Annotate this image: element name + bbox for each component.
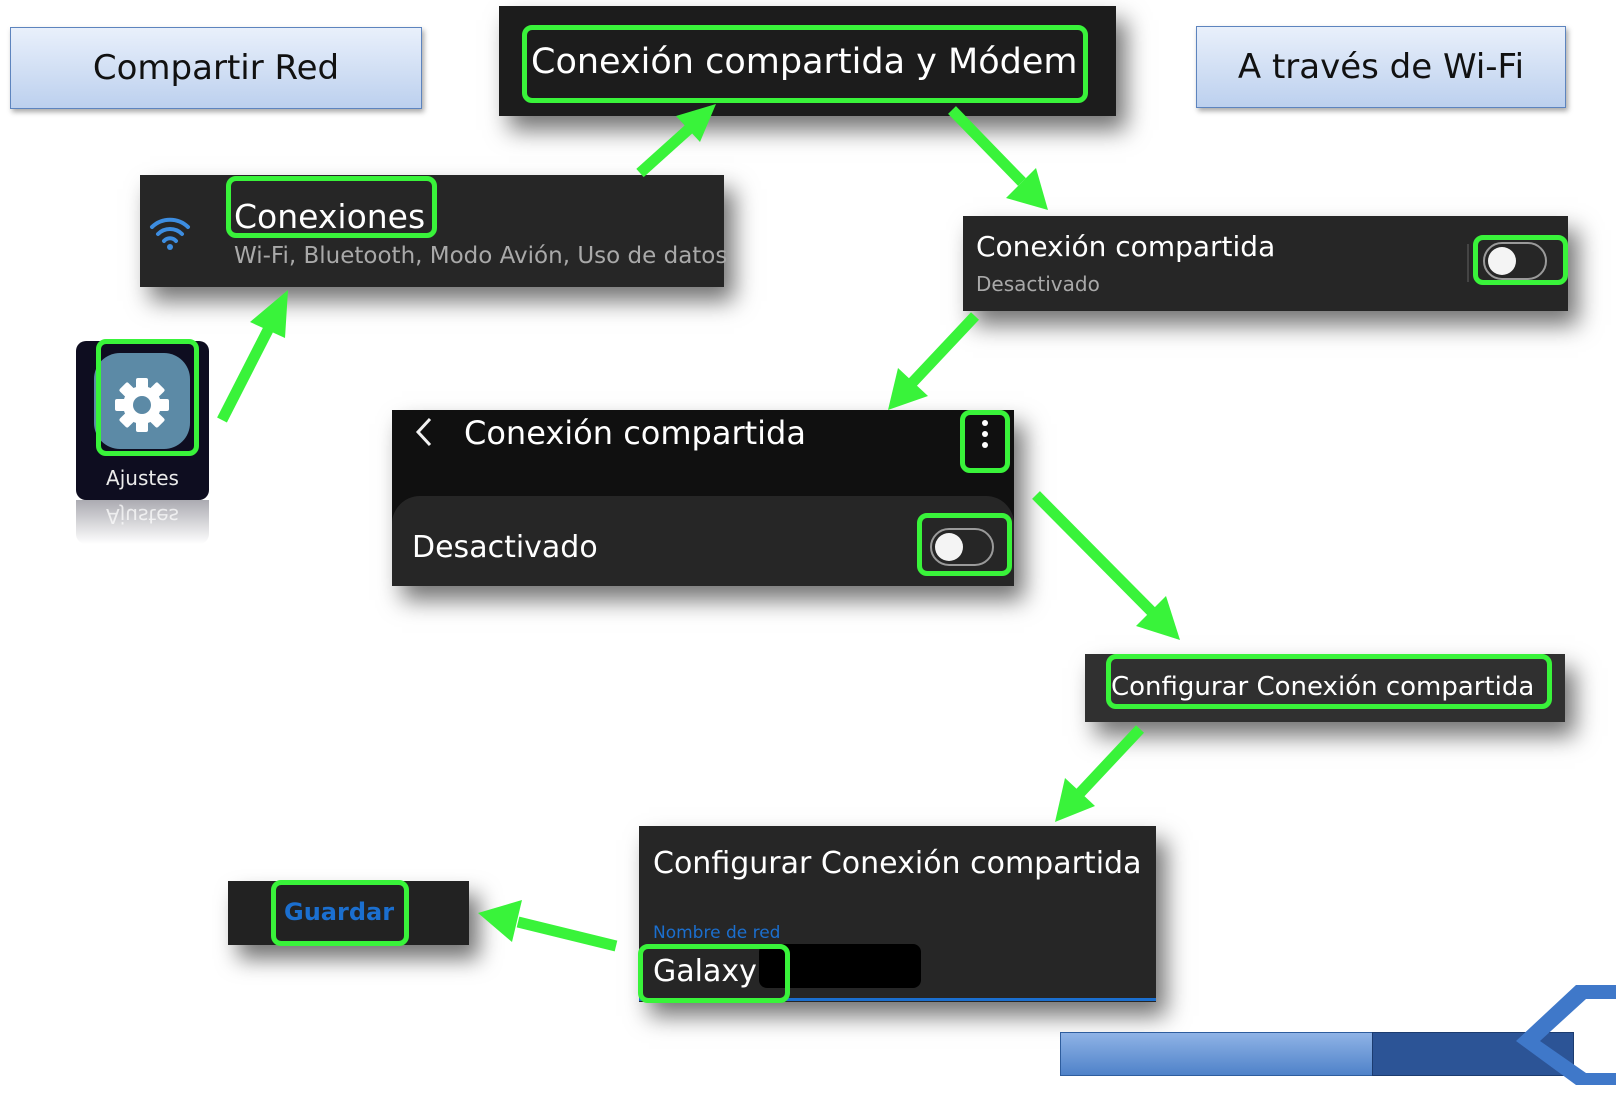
settings-app-highlight (96, 339, 199, 456)
settings-app-label: Ajustes (106, 466, 179, 490)
hotspot-screen: Conexión compartida Desactivado (392, 410, 1014, 586)
more-options-icon[interactable] (975, 414, 995, 454)
arrow-settings-to-connections (217, 323, 275, 423)
hotspot-screen-toggle-highlight (917, 513, 1012, 576)
tethering-header-title: Conexión compartida y Módem (531, 42, 1078, 82)
hotspot-item-divider (1467, 244, 1469, 282)
arrowhead-connections-to-tethering (676, 104, 716, 142)
hotspot-screen-row[interactable]: Desactivado (392, 496, 1014, 586)
settings-app-reflection: Ajustes (76, 500, 209, 544)
wifi-icon (150, 217, 190, 250)
arrow-hotspot-to-screen (907, 312, 980, 387)
arrow-connections-to-tethering (636, 123, 694, 178)
hotspot-screen-toggle-knob (935, 533, 963, 561)
hotspot-item-toggle[interactable] (1483, 242, 1547, 280)
label-compartir-red-text: Compartir Red (92, 48, 340, 88)
tethering-header-highlight (522, 25, 1088, 103)
connections-title-highlight (226, 176, 437, 238)
back-icon[interactable] (412, 415, 436, 449)
label-compartir-red: Compartir Red (10, 27, 422, 109)
configure-dialog-title: Configurar Conexión compartida (653, 846, 1142, 881)
gear-icon (115, 378, 169, 432)
more-options-highlight (960, 410, 1010, 473)
arrowhead-dialog-to-save (478, 900, 522, 942)
footer-bar-light (1060, 1032, 1374, 1076)
connections-subtitle: Wi-Fi, Bluetooth, Modo Avión, Uso de dat… (234, 243, 728, 269)
arrowhead-settings-to-connections (250, 290, 288, 338)
footer-chevron-icon (1516, 985, 1616, 1085)
arrow-configure-to-dialog (1075, 725, 1145, 797)
arrowhead-tethering-to-hotspot (1006, 168, 1048, 210)
hotspot-screen-title: Conexión compartida (464, 414, 806, 452)
arrowhead-hotspot-to-screen (888, 368, 928, 410)
hotspot-toggle-highlight (1473, 235, 1568, 285)
save-button-highlight (271, 880, 409, 946)
configure-menu[interactable]: Configurar Conexión compartida (1085, 654, 1565, 722)
hotspot-screen-status: Desactivado (412, 530, 598, 565)
hotspot-item-title: Conexión compartida (976, 230, 1276, 263)
network-name-value: Galaxy (653, 954, 757, 989)
arrowhead-configure-to-dialog (1055, 778, 1095, 822)
configure-menu-label: Configurar Conexión compartida (1111, 672, 1535, 702)
hotspot-item-status: Desactivado (976, 272, 1100, 296)
hotspot-screen-toggle[interactable] (930, 528, 994, 566)
network-name-label: Nombre de red (653, 923, 781, 943)
configure-menu-highlight (1106, 654, 1552, 709)
hotspot-item[interactable]: Conexión compartida Desactivado (963, 216, 1568, 311)
arrow-dialog-to-save (516, 916, 618, 952)
save-button[interactable]: Guardar (284, 898, 395, 926)
label-via-wifi: A través de Wi-Fi (1196, 26, 1566, 108)
arrow-screen-to-configure (1032, 491, 1156, 616)
arrow-tethering-to-hotspot (948, 106, 1026, 186)
tethering-header: Conexión compartida y Módem (499, 6, 1116, 116)
settings-app-icon-bg (94, 353, 190, 449)
connections-title: Conexiones (234, 197, 426, 236)
arrowhead-screen-to-configure (1136, 596, 1180, 640)
label-via-wifi-text: A través de Wi-Fi (1237, 47, 1525, 87)
hotspot-item-toggle-knob (1488, 247, 1516, 275)
network-name-highlight (638, 944, 790, 1003)
save-bar: Guardar (228, 881, 469, 945)
